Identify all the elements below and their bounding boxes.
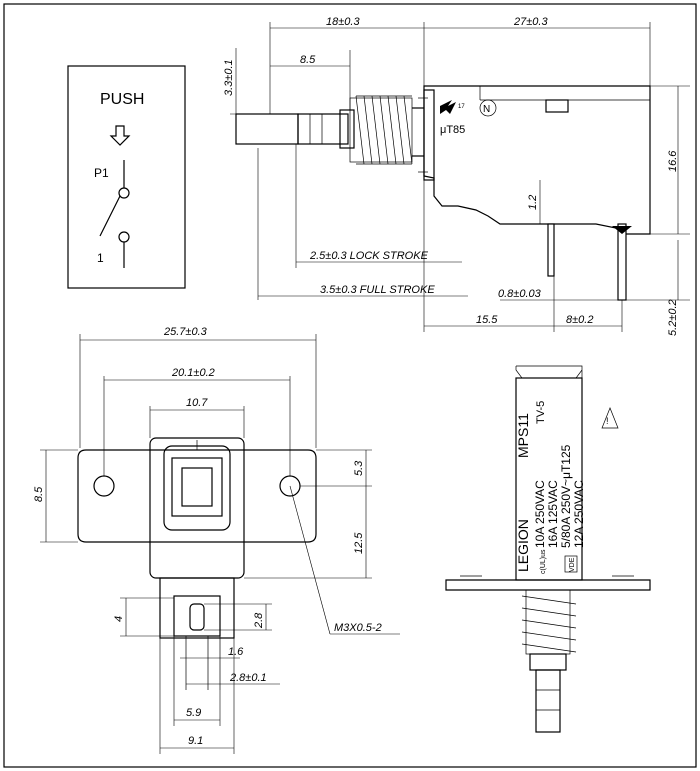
front-view: 25.7±0.3 20.1±0.2 10.7 8.5 5.3 12.5 4 2.… bbox=[33, 326, 400, 754]
dim-8-5-front: 8.5 bbox=[33, 486, 45, 502]
dim-1-6: 1.6 bbox=[228, 646, 244, 658]
dim-8-0-2: 8±0.2 bbox=[566, 314, 593, 326]
dim-lock-stroke: 2.5±0.3 LOCK STROKE bbox=[309, 250, 429, 262]
dim-15-5: 15.5 bbox=[476, 314, 498, 326]
down-arrow-icon bbox=[109, 125, 131, 146]
warning-triangle-icon: ! bbox=[601, 407, 619, 429]
dim-2-8-0-1: 2.8±0.1 bbox=[229, 672, 267, 684]
rating-2: 16A 125VAC bbox=[546, 480, 560, 548]
dim-25-7: 25.7±0.3 bbox=[163, 326, 208, 338]
dim-3-3: 3.3±0.1 bbox=[223, 59, 235, 96]
terminal-p1-label: P1 bbox=[94, 166, 109, 180]
dim-0-8: 0.8±0.03 bbox=[498, 288, 542, 300]
terminal-1-label: 1 bbox=[97, 251, 104, 265]
push-label: PUSH bbox=[100, 91, 144, 108]
dim-18: 18±0.3 bbox=[326, 16, 360, 28]
drawing-frame bbox=[3, 3, 697, 768]
switch-schematic: PUSH P1 1 bbox=[67, 65, 186, 289]
dim-5-9: 5.9 bbox=[186, 707, 201, 719]
svg-text:!: ! bbox=[606, 416, 609, 426]
type-label: TV-5 bbox=[535, 401, 547, 424]
brand-label: LEGION bbox=[515, 519, 531, 572]
dim-12-5: 12.5 bbox=[353, 532, 365, 554]
rating-4: 12A 250VAC bbox=[572, 480, 586, 548]
side-view: 17 N μT85 18±0.3 27±0.3 8.5 bbox=[223, 16, 690, 336]
rating-1: 10A 250VAC bbox=[533, 480, 547, 548]
dim-10-7: 10.7 bbox=[186, 397, 208, 409]
dim-20-1: 20.1±0.2 bbox=[171, 367, 215, 379]
dim-8-5-side: 8.5 bbox=[300, 54, 316, 66]
svg-text:17: 17 bbox=[458, 104, 465, 110]
ut85-mark: μT85 bbox=[440, 124, 465, 136]
dim-9-1: 9.1 bbox=[188, 735, 203, 747]
model-label: MPS11 bbox=[515, 413, 531, 458]
vde-mark: VDE bbox=[569, 557, 576, 572]
dim-2-8: 2.8 bbox=[253, 612, 265, 629]
dim-5-3: 5.3 bbox=[353, 460, 365, 476]
dim-16-6: 16.6 bbox=[667, 150, 679, 172]
cert-mark: c(UL)us bbox=[540, 549, 547, 574]
spring-icon bbox=[349, 95, 413, 165]
dim-5-2: 5.2±0.2 bbox=[667, 299, 679, 336]
n-mark: N bbox=[483, 104, 490, 115]
dim-4: 4 bbox=[113, 616, 125, 622]
screw-note: M3X0.5-2 bbox=[334, 622, 382, 634]
dim-1-2: 1.2 bbox=[527, 195, 539, 210]
rating-3: 5/80A 250V~μT125 bbox=[559, 444, 573, 548]
product-view: ! LEGION MPS11 TV-5 10A 250VAC 16A 125VA… bbox=[445, 365, 651, 733]
dim-full-stroke: 3.5±0.3 FULL STROKE bbox=[320, 284, 435, 296]
dim-27: 27±0.3 bbox=[513, 16, 548, 28]
